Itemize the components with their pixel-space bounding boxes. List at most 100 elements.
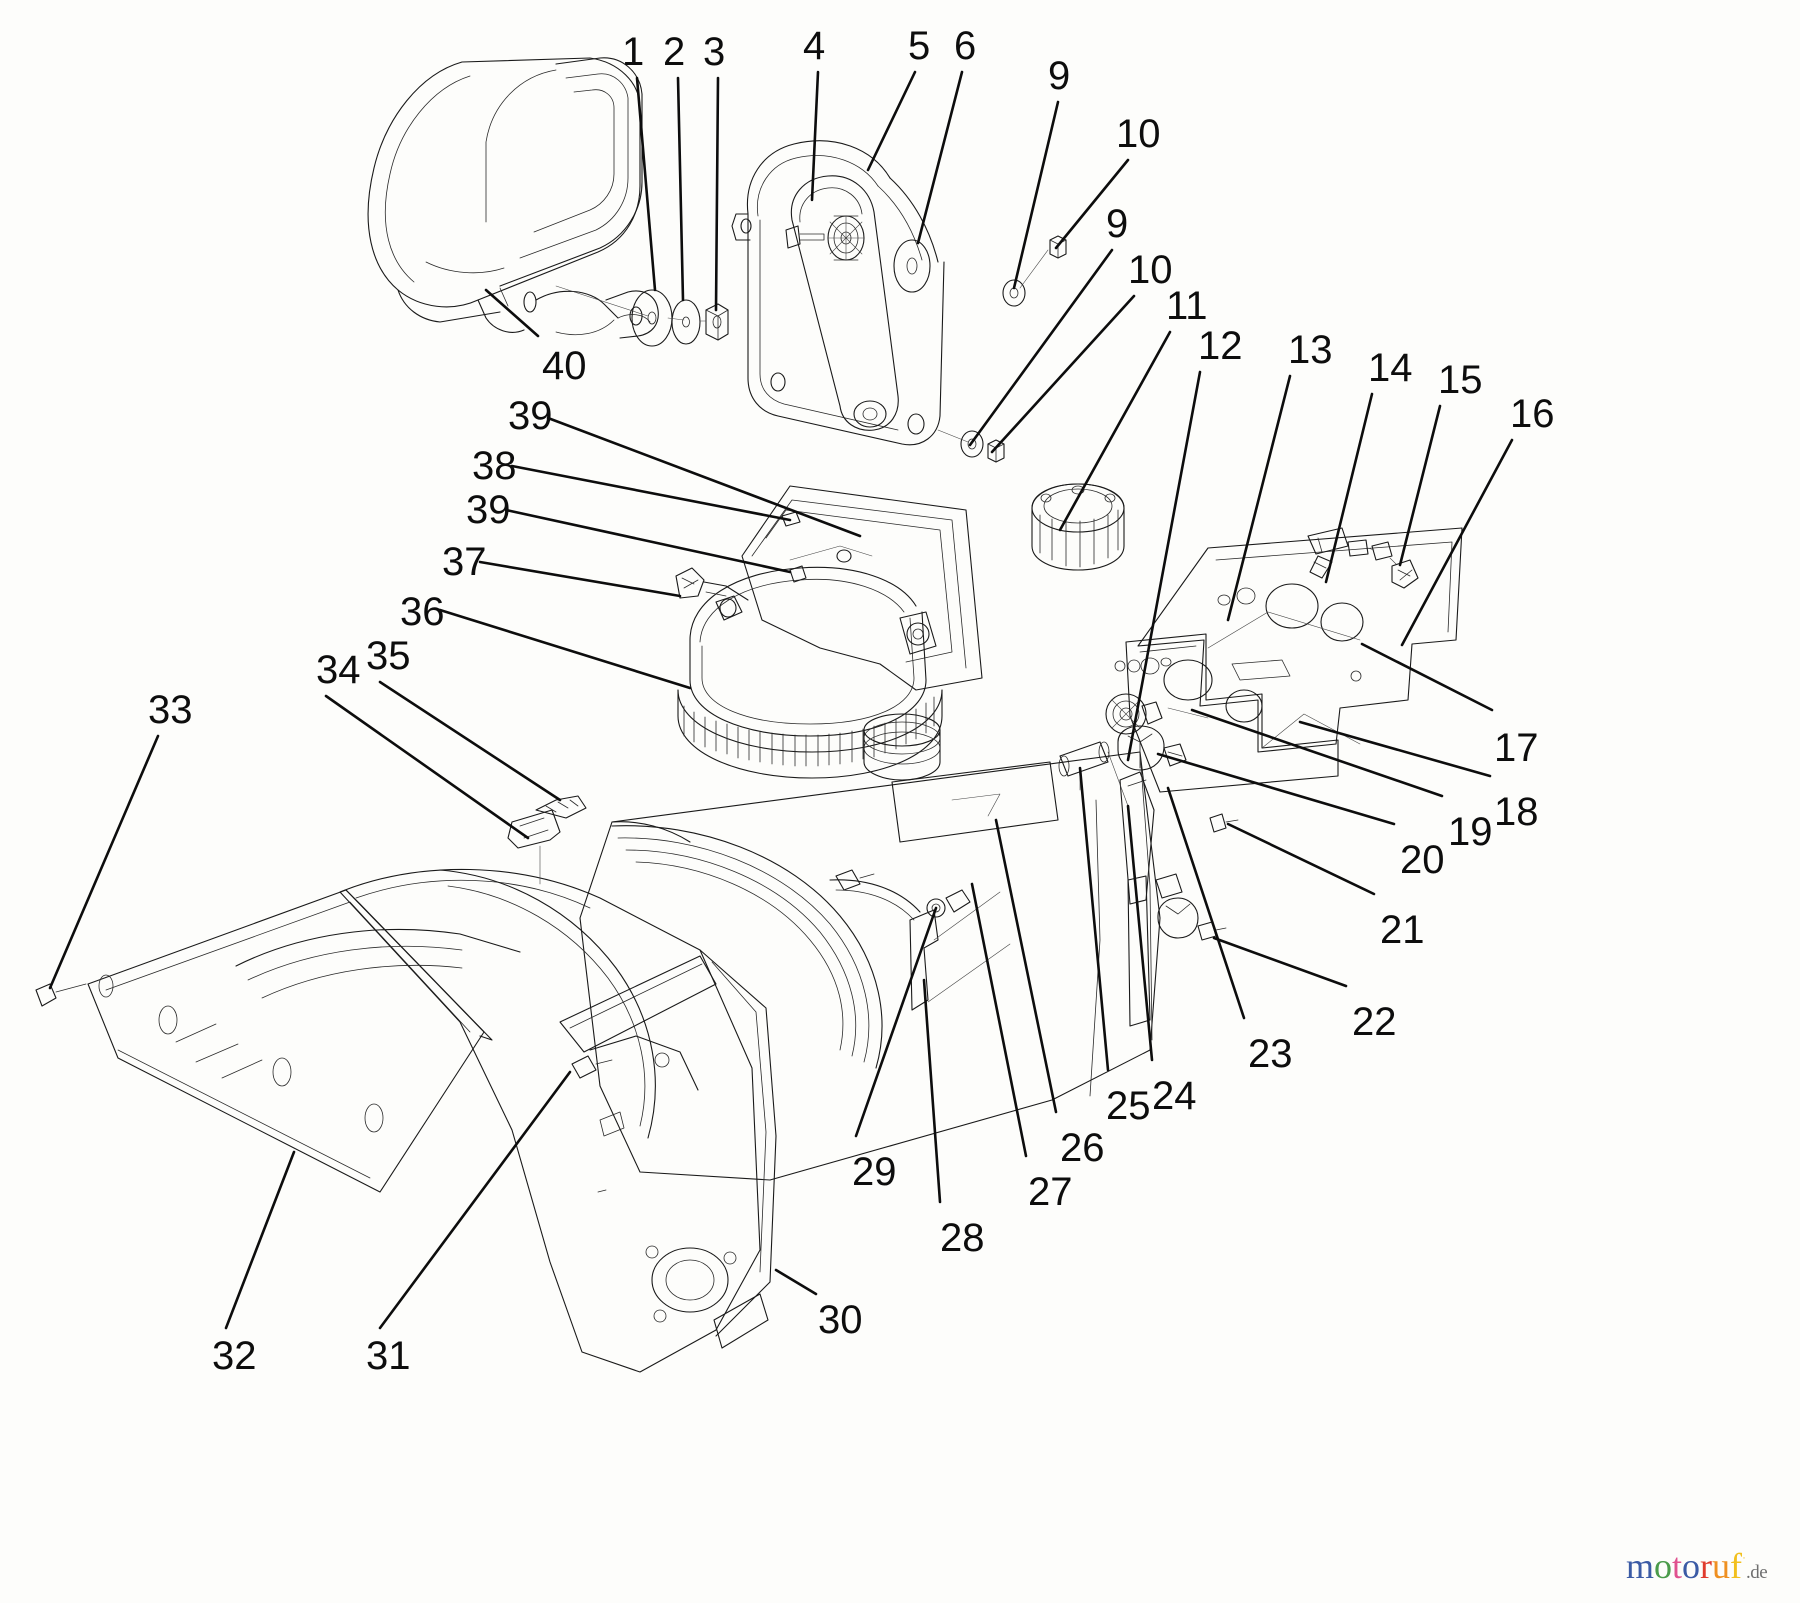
leader-line-2 — [676, 76, 685, 302]
leader-line-30 — [774, 1268, 818, 1296]
leader-line-20 — [1156, 752, 1396, 826]
part-bolt-4b — [785, 225, 825, 249]
watermark-letter-o-3: o — [1682, 1546, 1701, 1586]
part-washer-6 — [893, 239, 931, 293]
leader-line-21 — [1226, 822, 1376, 896]
leader-line-15 — [1398, 404, 1442, 567]
callout-number-13: 13 — [1288, 328, 1333, 372]
callout-number-24: 24 — [1152, 1074, 1197, 1118]
callout-number-5: 5 — [908, 24, 931, 68]
leader-line-24 — [1126, 804, 1154, 1062]
part-bolt-deck-a — [926, 889, 971, 918]
callout-number-3: 3 — [703, 30, 726, 74]
callout-number-28: 28 — [940, 1216, 985, 1260]
leader-line-40 — [484, 288, 540, 338]
callout-number-21: 21 — [1380, 908, 1425, 952]
part-washer-9b — [960, 430, 984, 458]
leader-line-38 — [510, 464, 792, 522]
part-washer-1 — [631, 289, 673, 347]
leader-line-11 — [1058, 330, 1172, 532]
callout-number-1: 1 — [622, 30, 645, 74]
part-worm-gear-37 — [675, 567, 749, 621]
callout-number-12: 12 — [1198, 324, 1243, 368]
leader-line-26 — [994, 818, 1058, 1114]
part-terminal-16 — [1389, 557, 1419, 589]
watermark-dot: ˙ — [1742, 1554, 1747, 1568]
part-bolt-21 — [1209, 813, 1239, 833]
part-panel-bracket-17 — [1114, 633, 1361, 793]
callout-number-39: 39 — [508, 394, 553, 438]
leader-line-33 — [48, 734, 160, 990]
callout-number-23: 23 — [1248, 1032, 1293, 1076]
part-washer-2 — [671, 299, 701, 345]
callout-number-29: 29 — [852, 1150, 897, 1194]
callout-number-25: 25 — [1106, 1084, 1151, 1128]
leader-line-23 — [1166, 786, 1246, 1020]
leader-line-28 — [922, 978, 942, 1204]
watermark-letter-m-0: m — [1626, 1546, 1655, 1586]
callout-number-9: 9 — [1106, 202, 1129, 246]
callout-number-15: 15 — [1438, 358, 1483, 402]
leader-line-16 — [1400, 438, 1514, 647]
callout-number-11: 11 — [1166, 284, 1208, 328]
leader-line-39 — [504, 508, 792, 574]
part-switch-body-20 — [1117, 725, 1187, 771]
motoruf-watermark: motoruf˙.de — [1626, 1546, 1768, 1586]
watermark-letter-o-1: o — [1654, 1546, 1673, 1586]
leader-line-3 — [714, 76, 720, 312]
leader-line-17 — [1360, 642, 1494, 712]
leader-line-39 — [546, 416, 862, 538]
callout-number-39: 39 — [466, 488, 511, 532]
leader-line-31 — [378, 1070, 572, 1330]
part-bracket-23 — [1119, 771, 1155, 905]
part-switch-14 — [1307, 527, 1369, 579]
callout-number-32: 32 — [212, 1334, 257, 1378]
leader-line-4 — [810, 70, 820, 202]
callout-number-9: 9 — [1048, 54, 1071, 98]
part-gear-5 — [827, 215, 865, 261]
callout-number-17: 17 — [1494, 726, 1539, 770]
leader-line-14 — [1324, 392, 1374, 584]
part-main-frame-deck — [579, 751, 1161, 1181]
callout-number-10: 10 — [1128, 248, 1173, 292]
leader-line-35 — [378, 680, 562, 802]
callout-number-31: 31 — [366, 1334, 411, 1378]
watermark-letter-f-6: f — [1730, 1546, 1743, 1586]
leader-line-12 — [1126, 370, 1202, 762]
watermark-suffix: .de — [1746, 1562, 1768, 1583]
part-pin-18 — [1058, 741, 1110, 777]
callout-number-30: 30 — [818, 1298, 863, 1342]
part-hood-cover-40 — [367, 57, 659, 339]
callout-number-40: 40 — [542, 344, 587, 388]
callout-number-20: 20 — [1400, 838, 1445, 882]
part-bracket-34 — [507, 795, 587, 885]
leader-line-36 — [438, 608, 692, 690]
watermark-letter-t-2: t — [1672, 1546, 1683, 1586]
leader-line-34 — [324, 694, 530, 840]
part-bolt-33 — [35, 983, 87, 1007]
callout-number-26: 26 — [1060, 1126, 1105, 1170]
callout-number-6: 6 — [954, 24, 977, 68]
part-bolt-deck-b — [835, 869, 875, 891]
callout-number-16: 16 — [1510, 392, 1555, 436]
part-chute-deflector-4 — [731, 140, 945, 446]
leader-line-6 — [916, 70, 964, 245]
part-connector-15 — [1367, 541, 1393, 561]
leader-line-22 — [1212, 936, 1348, 988]
leader-line-13 — [1226, 374, 1292, 622]
leader-line-32 — [224, 1150, 296, 1330]
callout-number-19: 19 — [1448, 810, 1493, 854]
leader-line-18 — [1298, 720, 1492, 778]
callout-number-36: 36 — [400, 590, 445, 634]
leader-line-27 — [970, 882, 1028, 1158]
callout-number-14: 14 — [1368, 346, 1413, 390]
callout-number-34: 34 — [316, 648, 361, 692]
callout-number-38: 38 — [472, 444, 517, 488]
leader-line-37 — [478, 560, 682, 598]
leader-line-9 — [968, 248, 1114, 447]
part-chute-cap-11 — [1031, 483, 1125, 571]
leader-line-19 — [1190, 708, 1444, 798]
callout-number-27: 27 — [1028, 1170, 1073, 1214]
